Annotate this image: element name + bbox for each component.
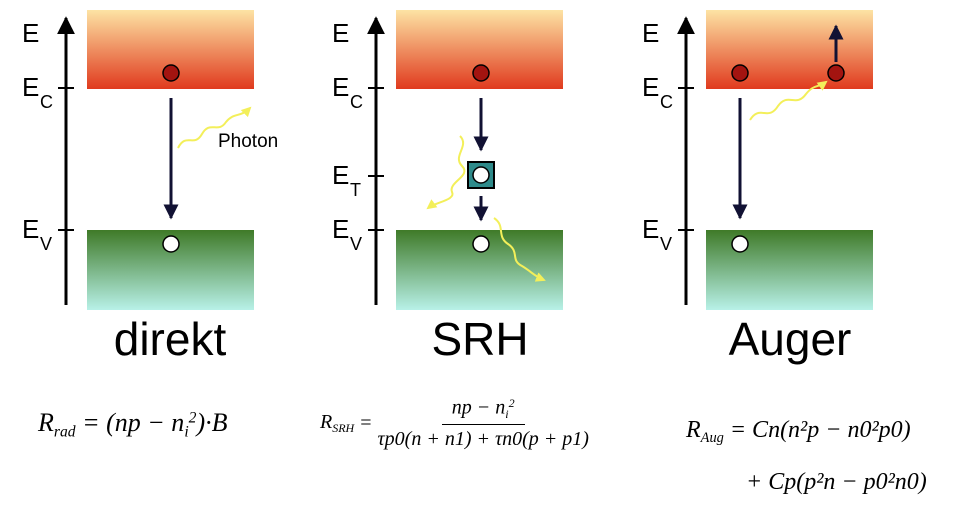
formula-srh-lhs: R [320, 410, 333, 433]
electron [162, 64, 180, 82]
level-ev: E [642, 214, 659, 244]
formula-rad-body-sub: i [184, 423, 189, 441]
formula-srh: RSRH = np − ni2 τp0(n + n1) + τn0(p + p1… [320, 396, 589, 451]
hole [162, 235, 180, 253]
level-ec-sub: C [350, 92, 363, 112]
level-ec-sub: C [40, 92, 53, 112]
formula-srh-denominator: τp0(n + n1) + τn0(p + p1) [377, 427, 589, 450]
electron [472, 64, 490, 82]
panel-direkt: E E C E V Photon direkt [22, 10, 278, 365]
level-ec-sub: C [660, 92, 673, 112]
formula-aug-lhs-sub: Aug [700, 430, 724, 447]
formula-rad-lhs-sub: rad [53, 423, 76, 441]
level-e: E [22, 18, 39, 48]
conduction-band [706, 10, 873, 89]
panel-srh: E E C E T E V SRH [332, 10, 563, 365]
formula-aug-lhs: R [686, 417, 701, 443]
photon-wave [177, 106, 252, 149]
recombination-diagram: E E C E V Photon direkt E E C E T E V [22, 10, 873, 365]
photon-label: Photon [218, 131, 278, 152]
phonon-wave-1 [426, 135, 466, 210]
formula-aug-line2: + Cp(p²n − p0²n0) [746, 469, 927, 496]
formula-srh-lhs-sub: SRH [332, 420, 355, 435]
phonon-wave-2 [493, 217, 546, 282]
level-ev: E [22, 214, 39, 244]
auger-electron [827, 64, 845, 82]
formula-srh-num-sub: i [505, 406, 509, 421]
valence-band [706, 230, 873, 310]
formula-srh-fraction: np − ni2 τp0(n + n1) + τn0(p + p1) [378, 396, 589, 451]
panel-title-direkt: direkt [114, 313, 227, 365]
level-et-sub: T [350, 180, 361, 200]
formula-srh-num-sup: 2 [508, 396, 515, 410]
level-ev: E [332, 214, 349, 244]
level-ec: E [332, 72, 349, 102]
hole [472, 235, 490, 253]
level-ec: E [642, 72, 659, 102]
hole [731, 235, 749, 253]
panel-auger: E E C E V Auger [642, 10, 873, 365]
formula-aug: RAug = Cn(n²p − n0²p0) + Cp(p²n − p0²n0) [686, 408, 927, 504]
level-ev-sub: V [40, 234, 52, 254]
level-ev-sub: V [660, 234, 672, 254]
level-e: E [332, 18, 349, 48]
formula-rad-tail: )·B [196, 408, 228, 437]
panel-title-auger: Auger [729, 313, 852, 365]
formula-rad-body-sup: 2 [188, 409, 197, 427]
formula-rad-body: = (np − n [82, 408, 185, 437]
formula-srh-numerator: np − n [451, 396, 506, 419]
formula-rad-lhs: R [38, 408, 54, 437]
trap-hole [472, 166, 490, 184]
level-et: E [332, 160, 349, 190]
formula-rad: Rrad = (np − ni2)·B [38, 408, 228, 441]
level-ev-sub: V [350, 234, 362, 254]
formula-aug-line1: = Cn(n²p − n0²p0) [729, 417, 911, 443]
level-ec: E [22, 72, 39, 102]
level-e: E [642, 18, 659, 48]
panel-title-srh: SRH [431, 313, 528, 365]
energy-transfer-wave [749, 80, 828, 121]
electron [731, 64, 749, 82]
